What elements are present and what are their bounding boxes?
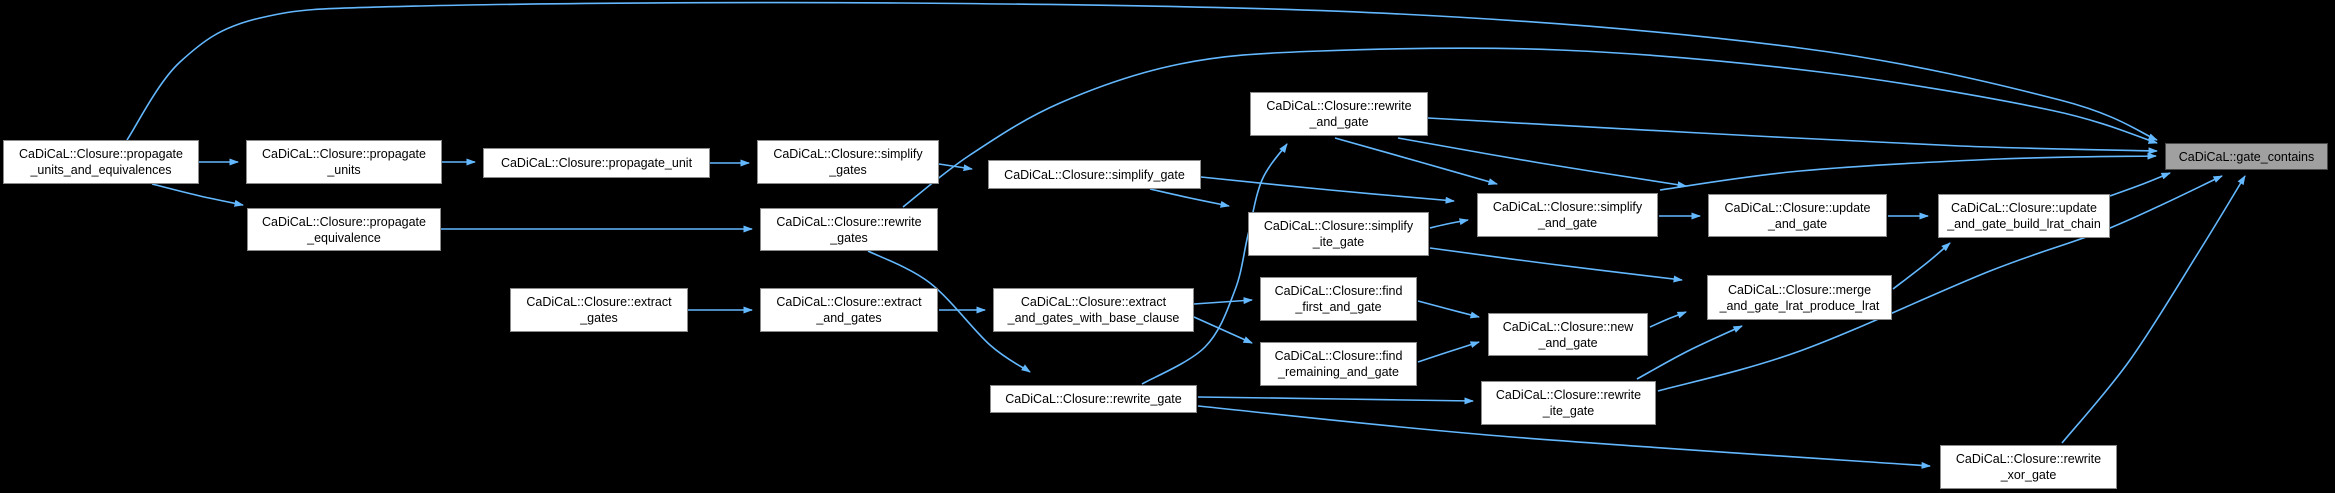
node-label: CaDiCaL::gate_contains [2178,149,2315,164]
node-label: CaDiCaL::Closure::propagate [262,214,426,229]
node-rewrite_ite_gate[interactable]: CaDiCaL::Closure::rewrite_ite_gate [1481,381,1656,425]
node-label: CaDiCaL::Closure::find [1274,284,1403,298]
node-label: _units_and_equivalences [30,163,172,177]
node-label: _and_gate [1537,216,1598,230]
node-label: CaDiCaL::Closure::rewrite [1495,388,1642,402]
edge-new_and_gate--merge_and_gate_lrat_produce_lrat [1649,311,1687,328]
node-propagate_units_and_equivalences[interactable]: CaDiCaL::Closure::propagate_units_and_eq… [3,140,199,184]
node-merge_and_gate_lrat_produce_lrat[interactable]: CaDiCaL::Closure::merge_and_gate_lrat_pr… [1707,275,1892,320]
node-new_and_gate[interactable]: CaDiCaL::Closure::new_and_gate [1488,313,1648,356]
node-label: CaDiCaL::Closure::find [1274,349,1403,363]
node-label: _first_and_gate [1295,300,1382,314]
edge-propagate_units_and_equivalences--propagate_equivalence [151,183,244,207]
node-extract_gates[interactable]: CaDiCaL::Closure::extract_gates [510,288,688,332]
node-simplify_ite_gate[interactable]: CaDiCaL::Closure::simplify_ite_gate [1248,212,1429,256]
node-label: CaDiCaL::Closure::extract [776,295,922,309]
edge-propagate_units_and_equivalences--gate_contains [126,1,2158,141]
node-label: CaDiCaL::Closure::simplify_gate [1004,167,1185,182]
edge-simplify_ite_gate--simplify_and_gate [1429,218,1469,229]
node-label: _and_gates_with_base_clause [1007,311,1180,325]
node-label: CaDiCaL::Closure::merge [1727,282,1872,297]
node-propagate_unit[interactable]: CaDiCaL::Closure::propagate_unit [483,148,710,178]
node-label: CaDiCaL::Closure::rewrite [1955,452,2102,466]
node-rewrite_gates[interactable]: CaDiCaL::Closure::rewrite_gates [760,208,938,251]
node-label: _gates [580,311,618,325]
edge-simplify_gates--simplify_gate [938,163,973,172]
node-rewrite_and_gate[interactable]: CaDiCaL::Closure::rewrite_and_gate [1250,92,1428,136]
node-label: CaDiCaL::Closure::extract [526,295,672,309]
edge-rewrite_gate--rewrite_xor_gate [1197,405,1931,469]
node-simplify_gate[interactable]: CaDiCaL::Closure::simplify_gate [988,160,1201,189]
node-find_first_and_gate[interactable]: CaDiCaL::Closure::find_first_and_gate [1260,277,1417,321]
node-label: CaDiCaL::Closure::update [1724,200,1871,215]
node-rewrite_xor_gate[interactable]: CaDiCaL::Closure::rewrite_xor_gate [1940,445,2117,489]
node-label: _and_gates [816,311,882,325]
node-label: _and_gate [1309,115,1369,129]
node-label: _units [327,163,361,177]
edge-find_remaining_and_gate--new_and_gate [1417,341,1480,363]
node-extract_and_gates[interactable]: CaDiCaL::Closure::extract_and_gates [760,288,938,332]
edge-merge_and_gate_lrat_produce_lrat--update_and_gate_build_lrat_chain [1892,242,1951,290]
node-label: CaDiCaL::Closure::rewrite [776,214,922,229]
node-gate_contains: CaDiCaL::gate_contains [2165,143,2328,170]
node-propagate_equivalence[interactable]: CaDiCaL::Closure::propagate_equivalence [247,208,441,251]
node-label: CaDiCaL::Closure::update [1951,201,2097,215]
node-update_and_gate[interactable]: CaDiCaL::Closure::update_and_gate [1708,194,1887,237]
node-label: _and_gate [1538,335,1598,350]
node-label: CaDiCaL::Closure::simplify [1492,200,1643,214]
node-label: _gates [829,163,867,177]
edge-update_and_gate_build_lrat_chain--gate_contains [2109,172,2171,197]
node-label: CaDiCaL::Closure::simplify [1263,219,1414,233]
edge-simplify_and_gate--gate_contains [1659,152,2157,191]
edge-rewrite_and_gate--update_and_gate [1397,137,1687,189]
node-label: _ite_gate [1312,235,1365,249]
edge-rewrite_ite_gate--gate_contains [1657,175,2223,392]
edge-simplify_ite_gate--merge_and_gate_lrat_produce_lrat [1429,247,1683,283]
edge-rewrite_ite_gate--merge_and_gate_lrat_produce_lrat [1636,325,1743,380]
node-propagate_units[interactable]: CaDiCaL::Closure::propagate_units [246,140,442,184]
node-label: CaDiCaL::Closure::propagate [19,147,183,161]
node-label: _xor_gate [2000,468,2057,482]
node-label: _equivalence [307,230,381,245]
edge-rewrite_gate--rewrite_ite_gate [1197,396,1474,405]
edge-simplify_gate--simplify_ite_gate [1149,188,1230,208]
node-label: _and_gate_lrat_produce_lrat [1719,298,1880,313]
node-rewrite_gate[interactable]: CaDiCaL::Closure::rewrite_gate [990,385,1197,413]
node-update_and_gate_build_lrat_chain[interactable]: CaDiCaL::Closure::update_and_gate_build_… [1938,194,2110,238]
node-simplify_gates[interactable]: CaDiCaL::Closure::simplify_gates [757,140,939,184]
node-label: CaDiCaL::Closure::propagate [262,147,426,161]
node-label: CaDiCaL::Closure::propagate_unit [500,156,693,170]
node-label: _remaining_and_gate [1278,365,1399,379]
edge-rewrite_and_gate--gate_contains [1427,117,2158,155]
node-label: CaDiCaL::Closure::new [1502,319,1634,334]
node-extract_and_gates_with_base_clause[interactable]: CaDiCaL::Closure::extract_and_gates_with… [993,288,1194,332]
node-label: _gates [830,230,868,245]
edge-rewrite_xor_gate--gate_contains [2061,175,2246,444]
edge-rewrite_gate--rewrite_and_gate [1141,143,1288,385]
edge-extract_and_gates_with_base_clause--find_remaining_and_gate [1193,316,1253,344]
node-simplify_and_gate[interactable]: CaDiCaL::Closure::simplify_and_gate [1477,193,1658,237]
edge-find_first_and_gate--new_and_gate [1417,300,1480,319]
node-label: CaDiCaL::Closure::extract [1020,295,1167,309]
node-find_remaining_and_gate[interactable]: CaDiCaL::Closure::find_remaining_and_gat… [1260,342,1417,386]
node-label: CaDiCaL::Closure::simplify [773,147,923,161]
edge-rewrite_gates--rewrite_gate [867,250,1031,373]
node-label: CaDiCaL::Closure::rewrite_gate [1005,392,1182,406]
edge-rewrite_and_gate--simplify_and_gate [1334,137,1498,186]
edge-rewrite_gates--gate_contains [902,47,2158,208]
node-label: _ite_gate [1542,404,1595,418]
node-label: _and_gate_build_lrat_chain [1947,217,2101,231]
edge-simplify_gate--simplify_and_gate [1200,176,1455,204]
edge-extract_and_gates_with_base_clause--find_first_and_gate [1193,297,1253,305]
node-label: _and_gate [1767,216,1828,231]
node-label: CaDiCaL::Closure::rewrite [1266,99,1412,113]
